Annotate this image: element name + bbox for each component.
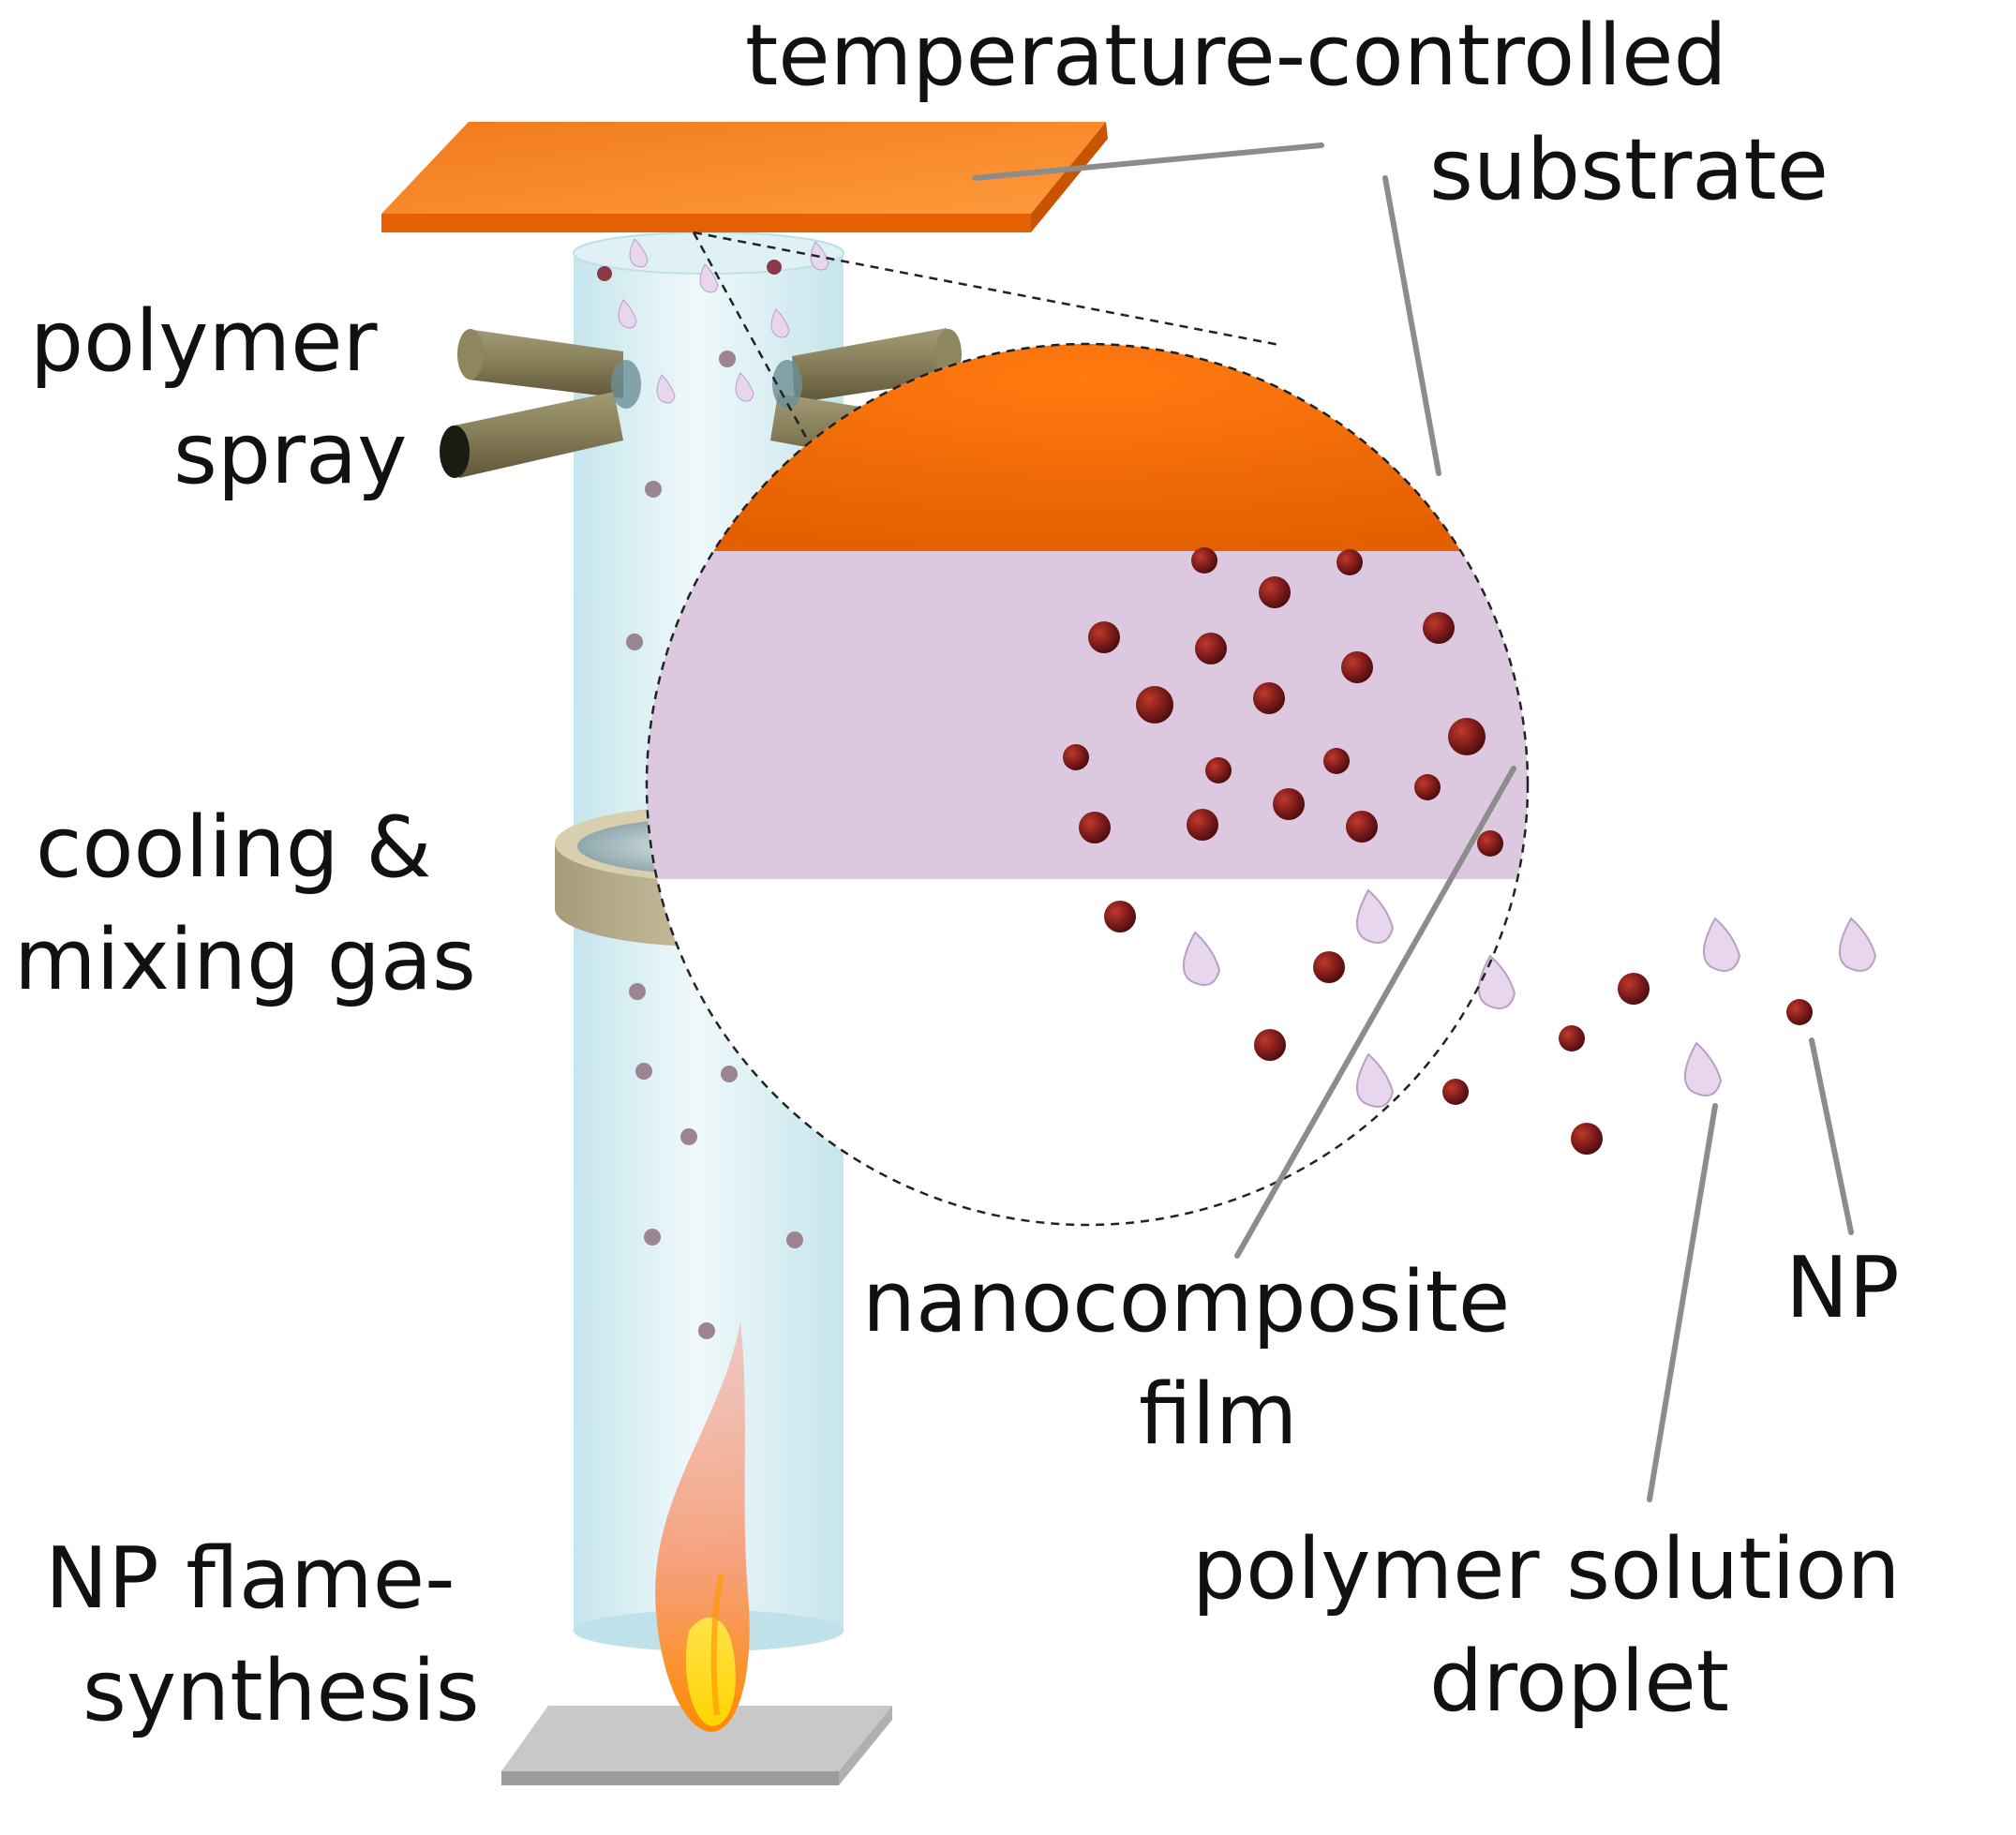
label-film-line2: film: [1139, 1365, 1297, 1464]
gas-phase-droplets: [1183, 888, 1877, 1108]
label-cooling-line1: cooling &: [36, 798, 432, 897]
small-substrate: [381, 122, 1108, 232]
label-flame-line2: synthesis: [82, 1642, 480, 1740]
label-np: NP: [1785, 1239, 1900, 1337]
film-nanoparticles: [1063, 547, 1528, 857]
label-spray-line1: polymer: [30, 292, 378, 391]
magnified-view-outline: [645, 342, 1530, 1227]
burner-plate: [501, 1706, 892, 1785]
leader-lines: [972, 142, 1854, 1502]
label-substrate-line2: substrate: [1429, 121, 1829, 219]
label-flame-line1: NP flame-: [45, 1529, 455, 1628]
label-substrate-line1: temperature-controlled: [745, 7, 1727, 105]
label-spray-line2: spray: [173, 405, 407, 503]
gas-phase-nanoparticles: [1104, 901, 1813, 1155]
label-droplet-line1: polymer solution: [1192, 1520, 1901, 1619]
label-droplet-line2: droplet: [1429, 1633, 1729, 1731]
flame: [655, 1321, 750, 1732]
label-film-line1: nanocomposite: [862, 1253, 1510, 1351]
label-cooling-line2: mixing gas: [14, 911, 476, 1009]
